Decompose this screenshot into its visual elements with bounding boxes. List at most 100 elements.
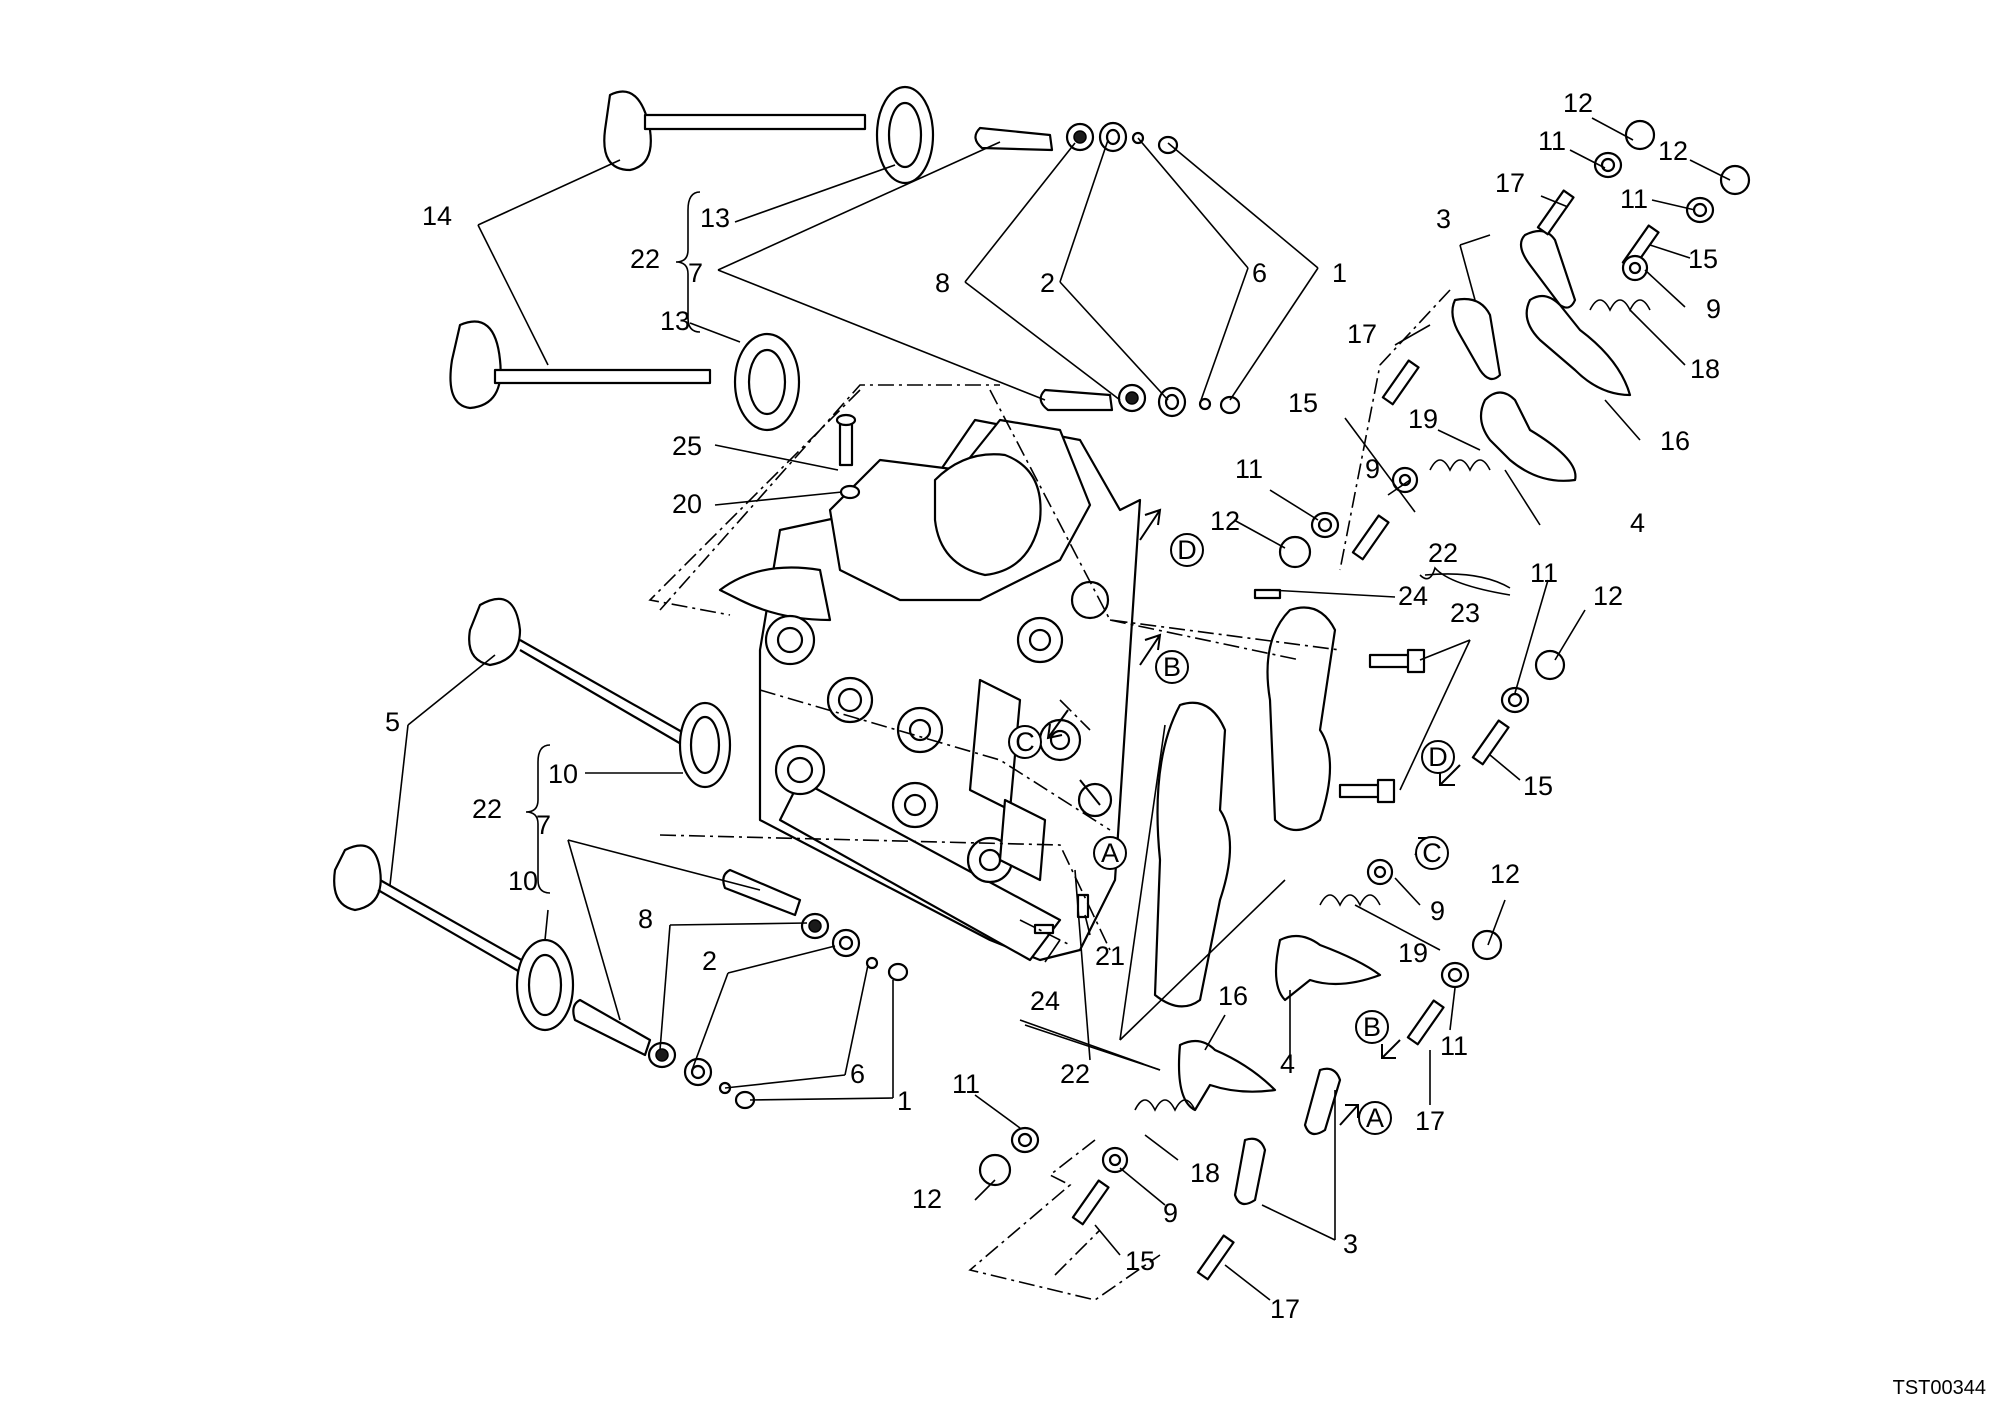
figure-code: TST00344	[1892, 1377, 1986, 1399]
reference-mark-B-right: B	[1355, 1010, 1389, 1044]
callout-label: 12	[1563, 88, 1593, 118]
callout-label: 17	[1495, 168, 1525, 198]
cap-icon	[978, 119, 1751, 1187]
callout-label: 22	[630, 244, 660, 274]
valve-seat-icon	[875, 85, 935, 185]
valve-seat-icon	[678, 701, 732, 789]
valve-seat-icon	[733, 332, 801, 432]
callout-label: 1	[897, 1086, 912, 1116]
callout-label: 24	[1398, 581, 1428, 611]
reference-mark-letter: D	[1428, 742, 1448, 772]
callout-label: 12	[1593, 581, 1623, 611]
callout-labels: 14 13 22 7 13 8 2 6 1 25 20 5 10 22 7 10…	[385, 88, 1721, 1324]
callout-label: 11	[1235, 454, 1263, 484]
callout-label: 9	[1430, 896, 1445, 926]
callout-label: 2	[702, 946, 717, 976]
spring-icon	[647, 912, 909, 1110]
callout-label: 20	[672, 489, 702, 519]
reference-mark-A-left: A	[1093, 836, 1127, 870]
callout-label: 3	[1436, 204, 1451, 234]
callout-label: 13	[700, 203, 730, 233]
reference-mark-letter: D	[1177, 535, 1197, 565]
reference-mark-letter: B	[1363, 1012, 1381, 1042]
valve-seat-icon	[515, 938, 575, 1032]
callout-label: 12	[1658, 136, 1688, 166]
bracket-icons	[525, 191, 1511, 1071]
callout-label: 7	[688, 258, 703, 288]
reference-mark-A-right: A	[1358, 1101, 1392, 1135]
callout-label: 5	[385, 707, 400, 737]
spring-icon	[1065, 121, 1241, 418]
valve-icon	[333, 844, 526, 973]
callout-label: 23	[1450, 598, 1480, 628]
callout-label: 8	[935, 268, 950, 298]
callout-label: 12	[912, 1184, 942, 1214]
reference-mark-letter: C	[1422, 838, 1442, 868]
callout-label: 24	[1030, 986, 1060, 1016]
callout-label: 4	[1630, 508, 1645, 538]
callout-label: 25	[672, 431, 702, 461]
callout-label: 4	[1280, 1049, 1295, 1079]
reference-mark-D-right: D	[1421, 740, 1455, 774]
callout-label: 19	[1408, 404, 1438, 434]
spring-icon	[1134, 299, 1651, 1112]
callout-label: 6	[850, 1059, 865, 1089]
callout-label: 22	[472, 794, 502, 824]
reference-mark-C-right: C	[1415, 836, 1449, 870]
callout-label: 16	[1218, 981, 1248, 1011]
callout-label: 16	[1660, 426, 1690, 456]
callout-label: 11	[1620, 184, 1648, 214]
reference-mark-letter: B	[1163, 652, 1181, 682]
callout-label: 8	[638, 904, 653, 934]
reference-mark-B-top: B	[1155, 650, 1189, 684]
callout-label: 9	[1163, 1198, 1178, 1228]
callout-label: 1	[1332, 258, 1347, 288]
reference-mark-D-top: D	[1170, 533, 1204, 567]
callout-label: 11	[952, 1069, 980, 1099]
screw-icon	[835, 413, 861, 500]
reference-mark-C-left: C	[1008, 725, 1042, 759]
callout-label: 18	[1190, 1158, 1220, 1188]
callout-label: 13	[660, 306, 690, 336]
callout-label: 3	[1343, 1229, 1358, 1259]
callout-label: 12	[1490, 859, 1520, 889]
reference-mark-letter: A	[1101, 838, 1119, 868]
rocker-arm-icon	[1177, 229, 1632, 1206]
callout-label: 15	[1688, 244, 1718, 274]
valve-guide-icon	[572, 868, 802, 1057]
cylinder-head-icon	[718, 418, 1142, 962]
assembly-lines	[648, 289, 1451, 1301]
callout-label: 7	[536, 810, 551, 840]
valve-icon	[449, 320, 712, 410]
screw-icon	[1033, 588, 1426, 935]
callout-label: 18	[1690, 354, 1720, 384]
callout-label: 9	[1706, 294, 1721, 324]
callout-label: 15	[1125, 1246, 1155, 1276]
callout-label: 9	[1365, 454, 1380, 484]
callout-label: 17	[1415, 1106, 1445, 1136]
callout-label: 11	[1538, 126, 1566, 156]
valve-icon	[468, 597, 706, 756]
callout-label: 12	[1210, 506, 1240, 536]
leader-lines	[389, 117, 1731, 1301]
reference-mark-letter: C	[1015, 727, 1035, 757]
callout-label: 14	[422, 201, 452, 231]
callout-label: 22	[1060, 1059, 1090, 1089]
valve-icon	[603, 90, 867, 172]
callout-label: 15	[1523, 771, 1553, 801]
callout-label: 11	[1530, 558, 1558, 588]
callout-label: 22	[1428, 538, 1458, 568]
callout-label: 17	[1347, 319, 1377, 349]
callout-label: 15	[1288, 388, 1318, 418]
callout-label: 19	[1398, 938, 1428, 968]
callout-label: 11	[1440, 1031, 1468, 1061]
cap-icon	[1153, 606, 1337, 1008]
callout-label: 10	[548, 759, 578, 789]
callout-label: 2	[1040, 268, 1055, 298]
callout-label: 10	[508, 866, 538, 896]
callout-label: 6	[1252, 258, 1267, 288]
callout-label: 21	[1095, 941, 1125, 971]
reference-mark-letter: A	[1366, 1103, 1384, 1133]
callout-label: 17	[1270, 1294, 1300, 1324]
